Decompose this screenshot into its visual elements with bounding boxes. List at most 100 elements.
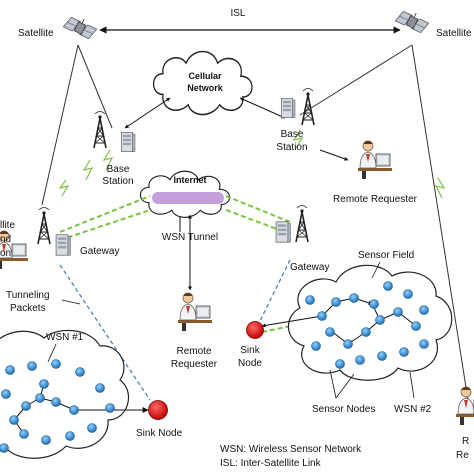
tunneling-packets-label-2: Packets <box>10 303 46 314</box>
sensor-node <box>419 339 429 349</box>
sensor-node <box>419 305 429 315</box>
sensor-node <box>355 355 365 365</box>
sensor-node <box>75 367 85 377</box>
wsn1-sensor-nodes <box>0 359 115 453</box>
wsn2-sensor-nodes <box>305 281 429 369</box>
wsn1-cloud: WSN #1 <box>0 329 130 459</box>
left-partial-label-1: llite <box>0 220 15 231</box>
sensor-node <box>39 379 49 389</box>
sensor-node <box>343 339 353 349</box>
remote-requester-right-partial: R Re <box>455 386 474 461</box>
sensor-node <box>1 389 11 399</box>
wireless-links <box>58 129 446 199</box>
legend: WSN: Wireless Sensor Network ISL: Inter-… <box>220 444 362 469</box>
sensor-node <box>393 307 403 317</box>
remote-requester-top: Remote Requester <box>319 140 418 205</box>
sensor-node <box>19 429 29 439</box>
left-partial-label-3: on <box>0 248 11 259</box>
cellular-network-label-2: Network <box>187 83 224 93</box>
sensor-node <box>383 281 393 291</box>
sensor-node <box>0 443 9 453</box>
tunneling-packets-label-1: Tunneling <box>6 290 50 301</box>
base-station-right-label-1: Base <box>281 129 304 140</box>
wsn2-label: WSN #2 <box>394 404 432 415</box>
base-station-right: Base Station <box>276 87 315 153</box>
sensor-node <box>317 311 327 321</box>
remote-requester-top-label: Remote Requester <box>333 194 418 205</box>
cell-tower-icon <box>295 204 309 243</box>
sensor-node <box>331 297 341 307</box>
isl-label: ISL <box>230 8 245 19</box>
sink-node-left <box>148 400 168 420</box>
person-at-computer-icon <box>357 140 393 180</box>
sensor-node <box>51 359 61 369</box>
sensor-node <box>95 383 105 393</box>
cellular-network-cloud: Cellular Network <box>152 50 253 116</box>
sensor-node <box>349 293 359 303</box>
right-partial-label-2: Re <box>456 450 469 461</box>
gateway-right-label: Gateway <box>290 262 329 273</box>
legend-wsn: WSN: Wireless Sensor Network <box>220 444 362 455</box>
remote-requester-mid-label-2: Requester <box>171 359 218 370</box>
satellite-right <box>394 5 431 35</box>
satellite-downlinks <box>41 44 469 401</box>
gateway-right: Gateway <box>275 204 329 273</box>
gateway-left-label: Gateway <box>80 246 119 257</box>
sensor-node <box>305 295 315 305</box>
sink-node-left-label: Sink Node <box>136 428 183 439</box>
base-station-left: Base Station <box>93 110 136 187</box>
gateway-sink-links <box>59 259 291 401</box>
sensor-field-label: Sensor Field <box>358 250 414 261</box>
server-icon <box>55 234 71 256</box>
sink-node-right-label-2: Node <box>238 358 262 369</box>
sensor-node <box>21 401 31 411</box>
satellite-icon <box>394 5 431 35</box>
internet-label: Internet <box>173 175 206 185</box>
gateway-left: Gateway <box>37 206 119 257</box>
sensor-node <box>5 365 15 375</box>
sensor-node <box>377 351 387 361</box>
base-station-left-label-2: Station <box>102 176 133 187</box>
sensor-node <box>369 299 379 309</box>
satellite-left <box>62 11 99 41</box>
remote-requester-mid-label-1: Remote <box>176 346 211 357</box>
server-icon <box>280 98 296 118</box>
sensor-node <box>399 347 409 357</box>
cell-tower-icon <box>37 206 51 245</box>
sensor-node <box>375 315 385 325</box>
wsn1-label: WSN #1 <box>46 332 84 343</box>
person-at-computer-icon <box>455 386 474 426</box>
wsn1-pointer <box>47 343 57 363</box>
satellite-left-label: Satellite <box>18 28 54 39</box>
sensor-node <box>65 431 75 441</box>
tunneling-packets-pointer <box>61 299 81 305</box>
sensor-field-pointer <box>371 261 381 279</box>
sensor-node <box>325 327 335 337</box>
sensor-nodes-label: Sensor Nodes <box>312 404 375 415</box>
sensor-node <box>335 359 345 369</box>
internet-cloud: Internet WSN Tunnel <box>139 170 231 243</box>
sensor-node <box>87 423 97 433</box>
satellite-right-label: Satellite <box>436 28 472 39</box>
sensor-node <box>41 435 51 445</box>
server-icon <box>121 131 136 153</box>
sensor-node <box>69 405 79 415</box>
cellular-links <box>124 97 286 129</box>
server-icon <box>275 221 291 243</box>
person-at-computer-icon <box>177 292 213 332</box>
satellite-icon <box>62 11 99 41</box>
wsn2-pointers <box>329 369 415 399</box>
right-partial-label-1: R <box>462 436 469 447</box>
remote-requester-mid: Remote Requester <box>171 292 218 370</box>
cell-tower-icon <box>301 87 315 126</box>
sink-node-right <box>246 321 264 339</box>
base-station-left-label-1: Base <box>107 164 130 175</box>
legend-isl: ISL: Inter-Satellite Link <box>220 458 322 469</box>
sensor-node <box>311 341 321 351</box>
sensor-node <box>105 403 115 413</box>
left-partial-label-2: nd <box>0 234 11 245</box>
sensor-node <box>51 397 61 407</box>
sensor-node <box>403 289 413 299</box>
